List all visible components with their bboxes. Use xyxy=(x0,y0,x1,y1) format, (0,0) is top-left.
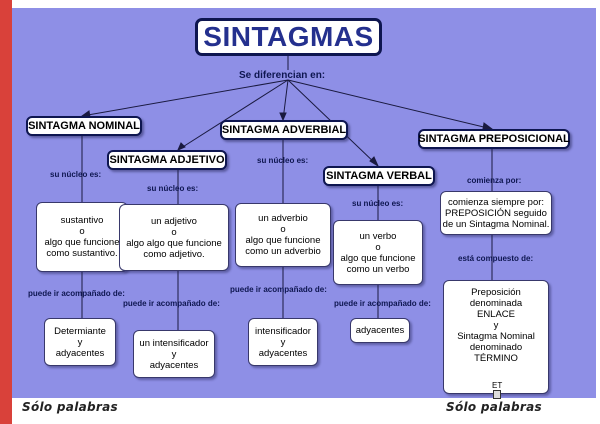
text-line: como un verbo xyxy=(346,263,410,275)
text-line: un verbo xyxy=(359,230,397,242)
label-preposicional-composed: está compuesto de: xyxy=(458,254,534,263)
text-line: o xyxy=(280,224,286,235)
text-line: TÉRMINO xyxy=(474,353,518,364)
connector-root-adjetivo xyxy=(177,79,289,151)
text-line: adyacentes xyxy=(149,359,199,371)
note-icon[interactable] xyxy=(493,390,502,399)
head-sintagma-verbal: SINTAGMA VERBAL xyxy=(323,166,435,186)
box-nominal-nucleus: sustantivo o algo que funcione como sust… xyxy=(36,202,128,272)
text-line: Determiante xyxy=(54,325,106,337)
text-line: o xyxy=(171,226,177,238)
et-label: ET xyxy=(492,381,503,390)
red-side-bar xyxy=(0,0,12,424)
box-preposicional-composed: Preposición denominada ENLACE y Sintagma… xyxy=(443,280,549,394)
arrow-adjetivo xyxy=(177,142,186,151)
box-adjetivo-accompany: un intensificador y adyacentes xyxy=(133,330,215,378)
text-line: algo que funcione xyxy=(245,235,321,246)
label-verbal-nucleus: su núcleo es: xyxy=(352,199,404,208)
head-sintagma-preposicional: SINTAGMA PREPOSICIONAL xyxy=(418,129,570,149)
label-preposicional-begin: comienza por: xyxy=(467,176,522,185)
text-line: un adverbio xyxy=(258,213,308,224)
box-adverbial-nucleus: un adverbio o algo que funcione como un … xyxy=(235,203,331,267)
text-line: o xyxy=(375,241,381,253)
text-line: intensificador xyxy=(255,325,311,337)
text-line: ENLACE xyxy=(476,309,515,320)
footer-watermark-right: Sólo palabras xyxy=(446,400,542,414)
et-annotation[interactable]: ET xyxy=(492,381,502,401)
box-verbal-accompany: adyacentes xyxy=(350,318,410,343)
label-adjetivo-accompany: puede ir acompañado de: xyxy=(123,299,220,308)
text-line: y xyxy=(77,336,83,348)
box-adverbial-accompany: intensificador y adyacentes xyxy=(248,318,318,366)
arrow-verbal xyxy=(369,156,380,168)
text-line: denominado xyxy=(469,342,523,353)
text-line: y xyxy=(493,320,499,331)
box-verbal-nucleus: un verbo o algo que funcione como un ver… xyxy=(333,220,423,285)
text-line: algo que funcione xyxy=(340,252,416,264)
text-line: un adjetivo xyxy=(151,215,197,227)
connector-root-nominal xyxy=(81,79,289,117)
box-preposicional-begin: comienza siempre por: PREPOSICIÓN seguid… xyxy=(440,191,552,235)
text-line: adyacentes xyxy=(355,325,405,336)
text-line: un intensificador xyxy=(139,337,209,349)
head-sintagma-nominal: SINTAGMA NOMINAL xyxy=(26,116,142,136)
connector-root-preposicional xyxy=(287,79,493,130)
text-line: comienza siempre por: xyxy=(447,196,545,208)
text-line: adyacentes xyxy=(55,347,105,359)
map-title: SINTAGMAS xyxy=(195,18,382,56)
text-line: y xyxy=(171,348,177,360)
root-link-label: Se diferencian en: xyxy=(239,70,326,81)
text-line: sustantivo xyxy=(60,215,104,226)
text-line: adyacentes xyxy=(258,347,308,359)
text-line: PREPOSICIÓN seguido xyxy=(445,207,547,219)
text-line: o xyxy=(79,226,85,237)
label-verbal-accompany: puede ir acompañado de: xyxy=(334,299,431,308)
text-line: como un adverbio xyxy=(245,246,321,257)
label-adverbial-nucleus: su núcleo es: xyxy=(257,156,309,165)
text-line: y xyxy=(280,336,286,348)
text-line: algo que funcione xyxy=(44,237,120,248)
concept-map: SINTAGMAS Se diferencian en: SINTAGMA NO… xyxy=(12,8,596,401)
footer-watermark-left: Sólo palabras xyxy=(22,400,118,414)
label-adverbial-accompany: puede ir acompañado de: xyxy=(230,285,327,294)
text-line: Preposición denominada xyxy=(469,287,523,309)
head-sintagma-adverbial: SINTAGMA ADVERBIAL xyxy=(220,120,348,140)
text-line: como sustantivo. xyxy=(46,248,118,259)
label-nominal-nucleus: su núcleo es: xyxy=(50,170,102,179)
label-nominal-accompany: puede ir acompañado de: xyxy=(28,289,125,298)
box-adjetivo-nucleus: un adjetivo o algo algo que funcione com… xyxy=(119,204,229,271)
text-line: Sintagma Nominal xyxy=(457,331,535,342)
label-adjetivo-nucleus: su núcleo es: xyxy=(147,184,199,193)
arrow-adverbial xyxy=(279,112,287,122)
text-line: como adjetivo. xyxy=(143,248,205,260)
head-sintagma-adjetivo: SINTAGMA ADJETIVO xyxy=(107,150,227,170)
text-line: de un Sintagma Nominal. xyxy=(442,218,550,230)
text-line: algo algo que funcione xyxy=(126,237,222,249)
box-nominal-accompany: Determiante y adyacentes xyxy=(44,318,116,366)
